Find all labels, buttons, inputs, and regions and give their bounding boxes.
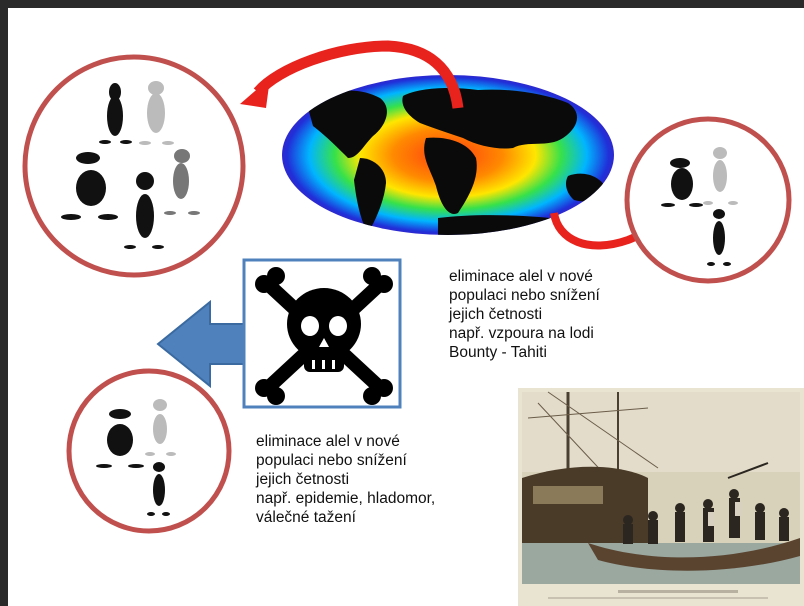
text-line: např. vzpoura na lodi	[449, 325, 594, 342]
population-circle-large	[22, 54, 246, 278]
bounty-text: eliminace alel v nové populaci nebo sníž…	[449, 267, 600, 362]
text-line: populaci nebo snížení	[449, 287, 600, 304]
bounty-painting	[518, 388, 804, 606]
text-line: válečné tažení	[256, 509, 356, 526]
curved-arrow-head	[240, 78, 270, 108]
person-figure	[164, 149, 200, 215]
person-figure	[661, 158, 703, 207]
person-figure	[139, 81, 174, 145]
text-line: např. epidemie, hladomor,	[256, 490, 436, 507]
population-circle-right	[624, 116, 792, 284]
text-line: jejich četnosti	[449, 306, 543, 323]
population-circle-bottom	[66, 368, 232, 534]
world-map	[282, 75, 614, 235]
person-figure	[147, 462, 170, 516]
person-figure	[124, 172, 164, 249]
person-figure	[99, 83, 132, 144]
text-line: eliminace alel v nové	[449, 268, 593, 285]
person-figure	[703, 147, 738, 205]
epidemic-text: eliminace alel v nové populaci nebo sníž…	[256, 432, 435, 527]
person-figure	[707, 209, 731, 266]
curved-arrow-icon	[253, 40, 464, 109]
person-figure	[145, 399, 176, 456]
diagram-canvas	[22, 40, 804, 606]
text-line: jejich četnosti	[256, 471, 350, 488]
text-line: populaci nebo snížení	[256, 452, 407, 469]
person-figure	[96, 409, 144, 468]
person-figure	[61, 152, 118, 220]
text-line: Bounty - Tahiti	[449, 344, 547, 361]
skull-crossbones-icon	[242, 258, 402, 409]
slide: eliminace alel v nové populaci nebo sníž…	[8, 8, 804, 606]
text-line: eliminace alel v nové	[256, 433, 400, 450]
